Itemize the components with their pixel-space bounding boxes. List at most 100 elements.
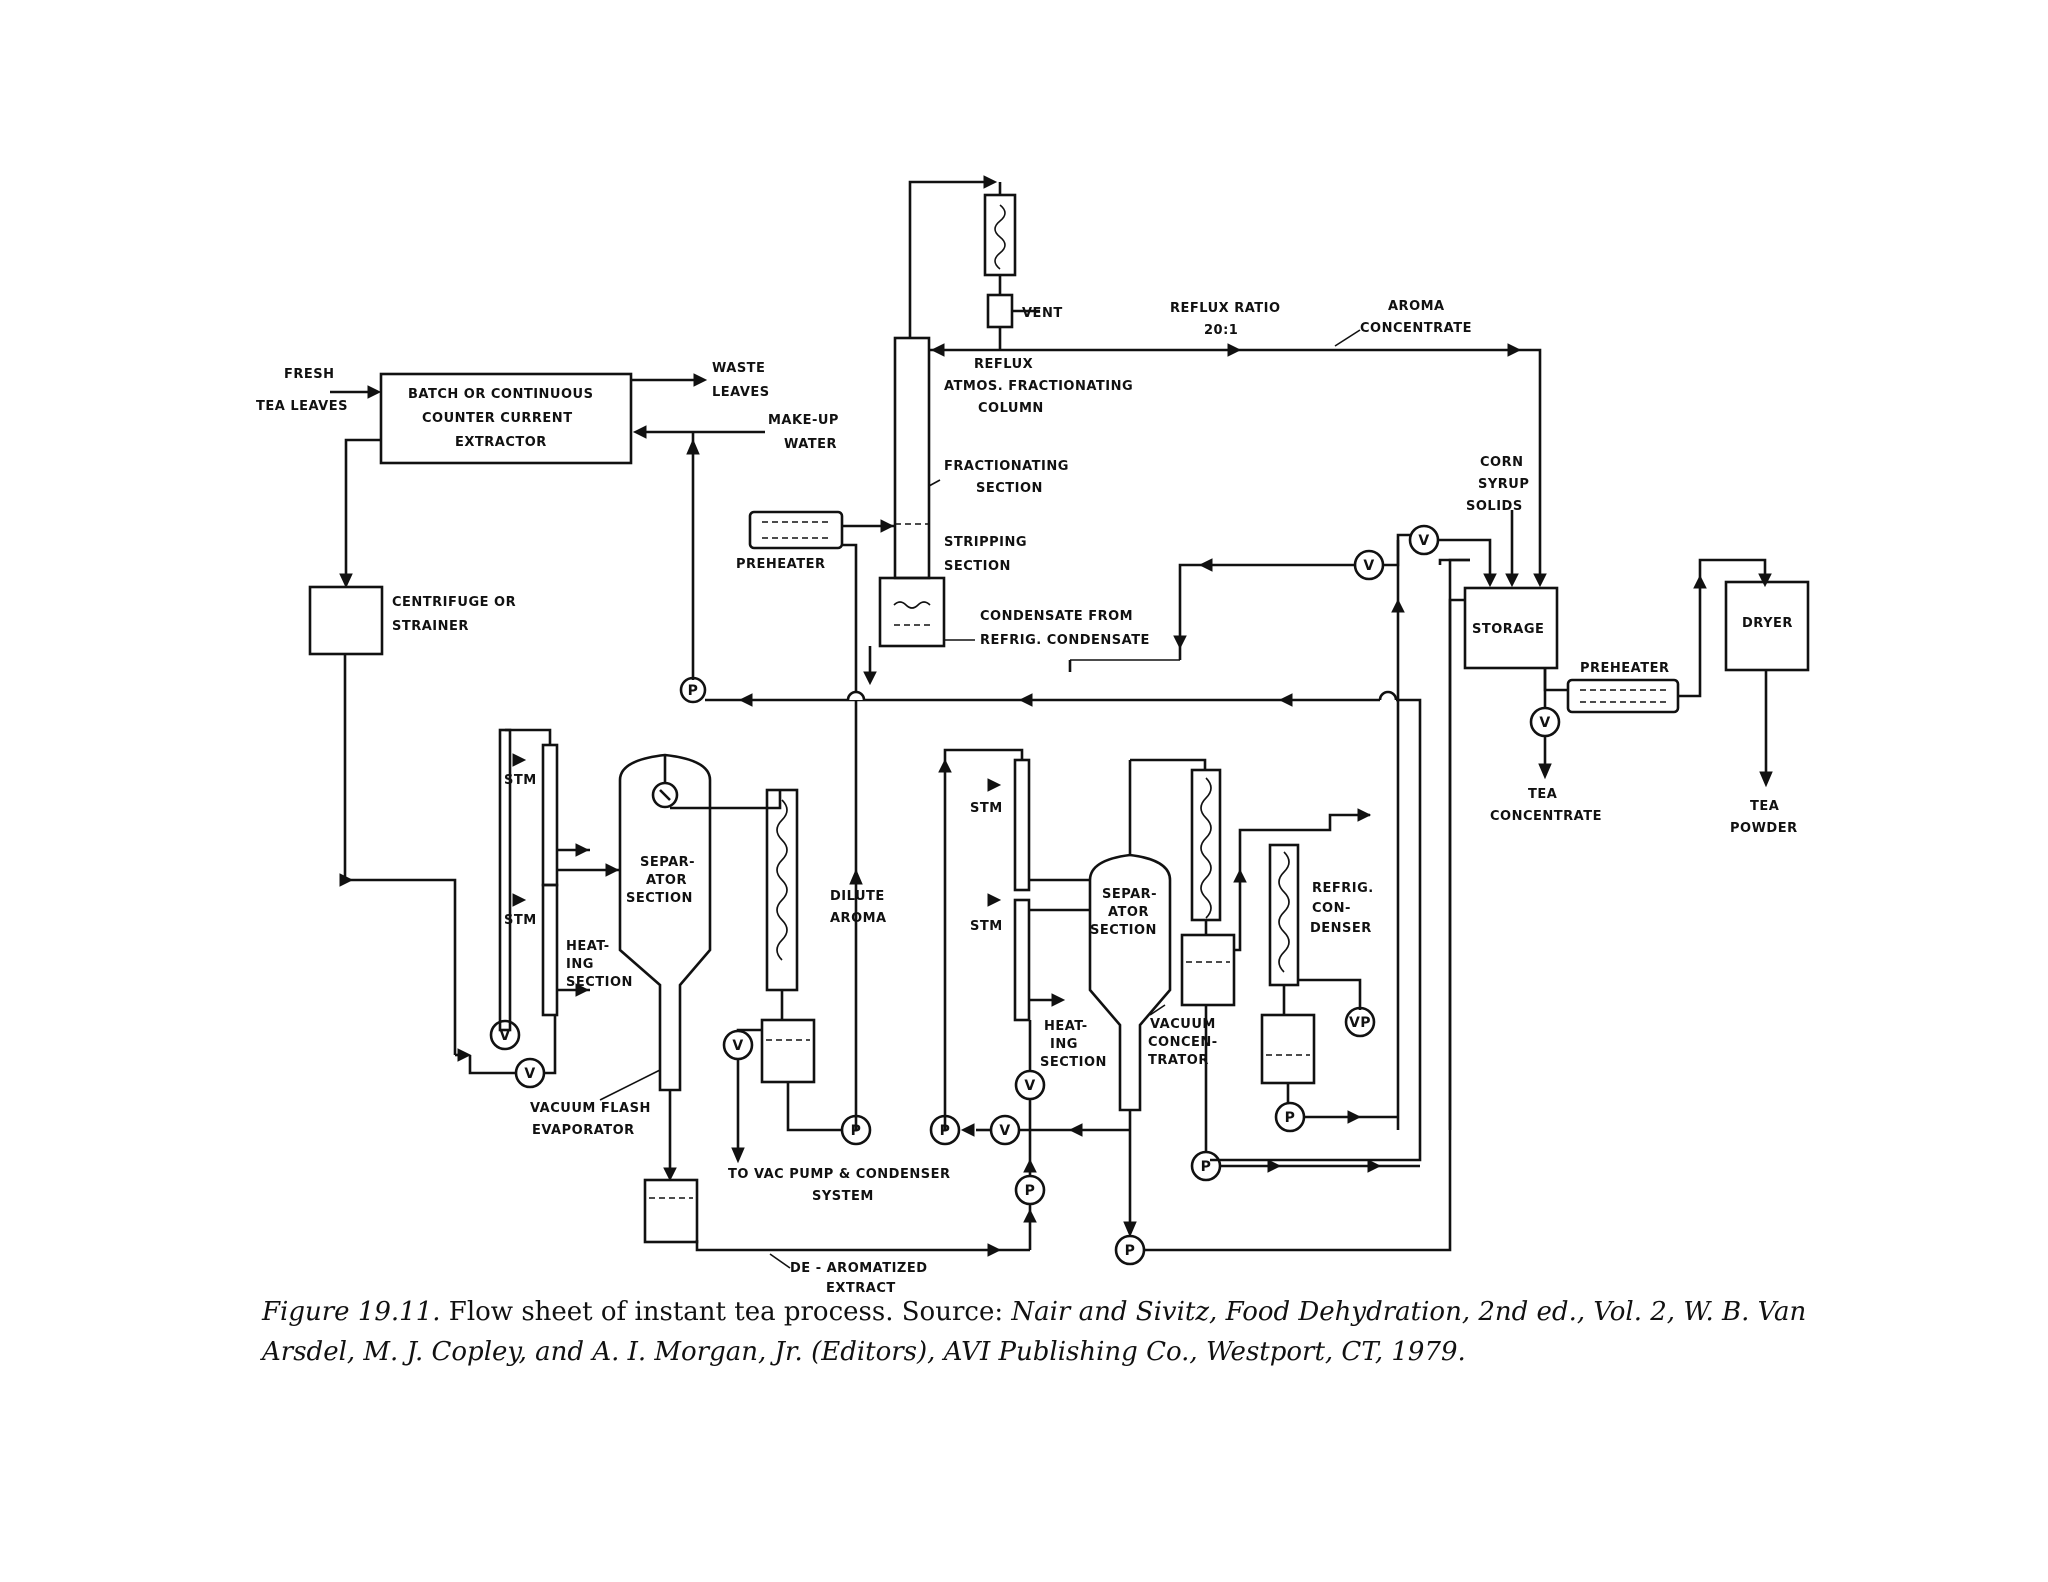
valve-label: V xyxy=(732,1038,743,1054)
makeup-label-1: MAKE-UP xyxy=(768,413,839,428)
arrowhead xyxy=(930,343,945,357)
line xyxy=(1298,978,1362,1010)
arrowhead xyxy=(339,573,353,589)
arrowhead xyxy=(1758,573,1772,588)
vacuum-pump-circle xyxy=(1344,1006,1376,1038)
column-body xyxy=(893,336,931,580)
reflux-drum xyxy=(986,293,1014,329)
vacuum-flash-label-1: VACUUM FLASH xyxy=(530,1101,651,1116)
separator-1-label-a: SEPAR- xyxy=(640,855,695,870)
separator-2-label-b: ATOR xyxy=(1108,905,1149,920)
arrowhead xyxy=(367,385,382,399)
vac-pump-label-2: SYSTEM xyxy=(812,1189,874,1204)
line xyxy=(544,1015,557,1075)
pump-label: P xyxy=(1285,1110,1296,1126)
receiver-1 xyxy=(760,1018,816,1084)
line xyxy=(928,479,941,487)
receiver-2 xyxy=(643,1178,699,1244)
centrifuge-label-2: STRAINER xyxy=(392,619,469,634)
column-label-1: ATMOS. FRACTIONATING xyxy=(944,379,1133,394)
arrowhead xyxy=(738,693,753,707)
arrowhead xyxy=(1123,1221,1137,1238)
valve-label: V xyxy=(1418,533,1429,549)
aroma-conc-label-1: AROMA xyxy=(1388,299,1445,314)
pump-circle xyxy=(679,676,707,704)
separator-1-label-c: SECTION xyxy=(626,891,693,906)
arrowhead xyxy=(512,893,527,907)
preheater-box xyxy=(748,510,844,550)
refrig-condenser xyxy=(1268,843,1300,987)
valve-label: V xyxy=(1363,558,1374,574)
pump-label: P xyxy=(1125,1243,1136,1259)
line xyxy=(1234,813,1370,952)
receiver-4 xyxy=(1260,1013,1316,1085)
vacuum-concentrator: STM STM HEAT- ING SECTION V P V P SEPAR-… xyxy=(929,558,1470,1266)
corn-label-3: SOLIDS xyxy=(1466,499,1523,514)
storage-and-dryer: CORN SYRUP SOLIDS STORAGE V TEA CONCENTR… xyxy=(1438,455,1810,1130)
stripping-label-1: STRIPPING xyxy=(944,535,1027,550)
refrig-label-3: DENSER xyxy=(1310,921,1372,936)
return-header xyxy=(705,690,1422,1000)
dilute-label-2: AROMA xyxy=(830,911,887,926)
line xyxy=(1144,1130,1452,1252)
heating-tube-2 xyxy=(541,883,559,1017)
separator-1-vessel xyxy=(618,753,712,1092)
vac-pump-label-1: TO VAC PUMP & CONDENSER xyxy=(728,1167,950,1182)
dearom-label-2: EXTRACT xyxy=(826,1281,896,1296)
line xyxy=(736,1028,762,1032)
arrowhead xyxy=(731,1147,745,1164)
caption-text: Flow sheet of instant tea process. Sourc… xyxy=(440,1297,1012,1327)
makeup-label-2: WATER xyxy=(784,437,837,452)
arrowhead xyxy=(1483,573,1497,588)
tea-conc-label-2: CONCENTRATE xyxy=(1490,809,1602,824)
arrowhead xyxy=(1227,343,1242,357)
arrowhead xyxy=(1023,1208,1037,1223)
dryer-label: DRYER xyxy=(1742,616,1793,631)
aroma-concentrate-line xyxy=(1000,348,1542,580)
crossover xyxy=(1378,690,1398,701)
separator-1-label-b: ATOR xyxy=(646,873,687,888)
arrowhead xyxy=(1538,763,1552,780)
heating-tube-1 xyxy=(541,743,559,887)
centrifuge-to-evaporator-line xyxy=(343,654,457,1055)
arrowhead xyxy=(1507,343,1522,357)
arrowhead xyxy=(1693,574,1707,589)
arrowhead xyxy=(1233,868,1247,883)
arrowhead xyxy=(1347,1110,1362,1124)
dilute-label-1: DILUTE xyxy=(830,889,885,904)
extractor-label-1: BATCH OR CONTINUOUS xyxy=(408,387,593,402)
waste-label-1: WASTE xyxy=(712,361,765,376)
crossover xyxy=(846,690,866,701)
arrowhead xyxy=(512,753,527,767)
valve-label: V xyxy=(1024,1078,1035,1094)
refrig-label-2: CON- xyxy=(1312,901,1351,916)
stm-label: STM xyxy=(970,801,1003,816)
figure-number: Figure 19.11. xyxy=(262,1297,441,1327)
heating-2-label-c: SECTION xyxy=(1040,1055,1107,1070)
tea-conc-label-1: TEA xyxy=(1528,787,1557,802)
storage-label: STORAGE xyxy=(1472,622,1544,637)
arrowhead xyxy=(605,863,620,877)
fresh-label: FRESH xyxy=(284,367,335,382)
reflux-ratio-label-2: 20:1 xyxy=(1204,323,1238,338)
pump-circle xyxy=(840,1114,872,1146)
vapor-line xyxy=(670,790,782,810)
arrowhead xyxy=(1068,1123,1083,1137)
condenser-coil xyxy=(1200,777,1212,919)
stm-tube-2 xyxy=(1013,758,1031,892)
arrowhead xyxy=(1391,598,1405,613)
pump-label: P xyxy=(1025,1183,1036,1199)
vent-label: VENT xyxy=(1022,306,1063,321)
line xyxy=(1334,329,1361,347)
line xyxy=(659,789,671,801)
arrowhead xyxy=(1278,693,1293,707)
arrowhead xyxy=(1051,993,1066,1007)
line xyxy=(786,1082,842,1132)
pump-circle xyxy=(929,1114,961,1146)
pump-label: P xyxy=(688,683,699,699)
dilute-aroma-line xyxy=(842,543,858,1130)
overhead-vapor-line xyxy=(908,180,990,338)
vac-conc-label-3: TRATOR xyxy=(1148,1053,1209,1068)
valve-label: V xyxy=(524,1066,535,1082)
